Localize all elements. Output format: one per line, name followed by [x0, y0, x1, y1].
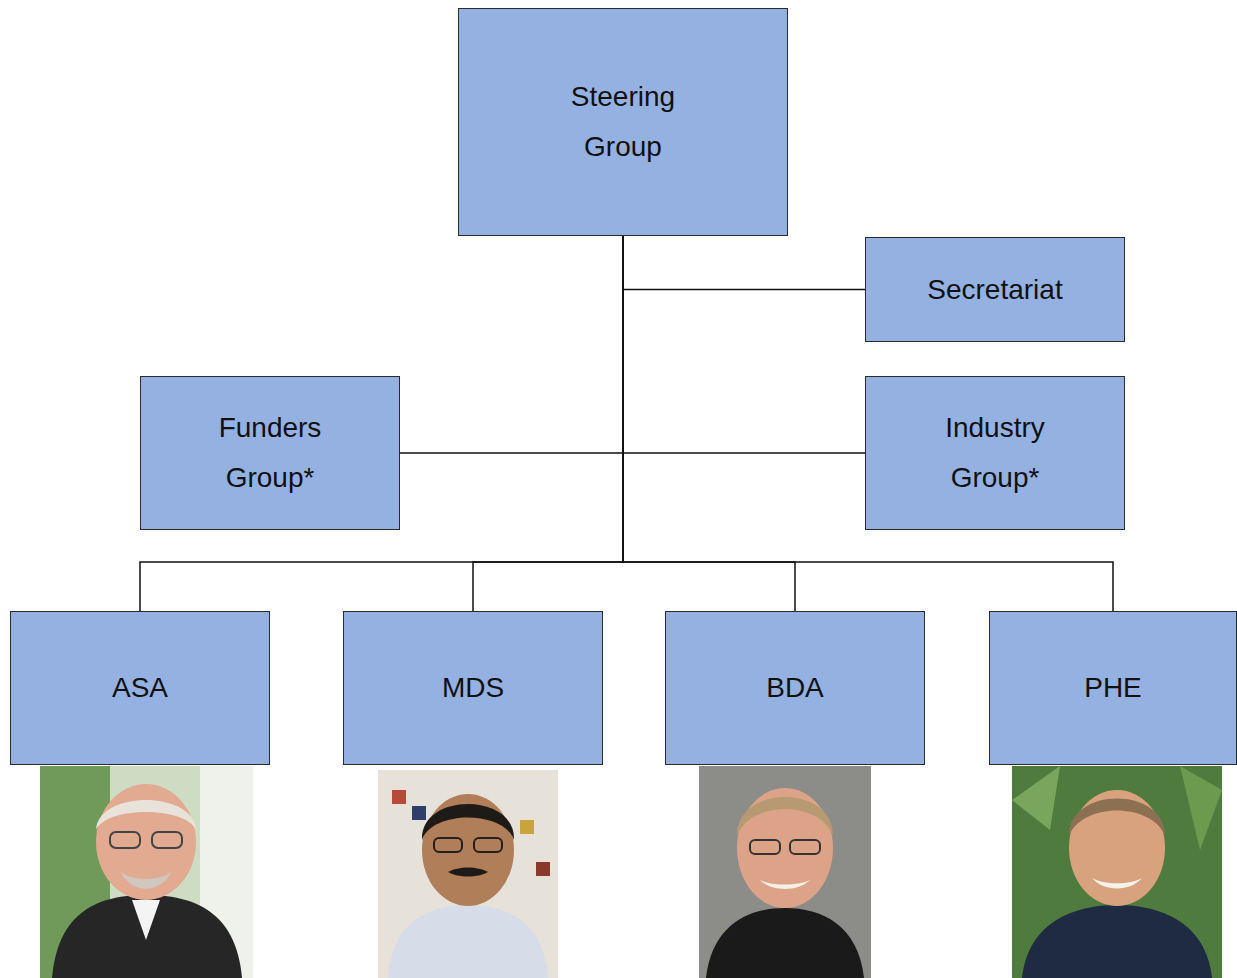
photo-background — [1012, 766, 1222, 978]
org-box: PHE — [989, 611, 1237, 765]
portrait-photo — [378, 770, 558, 978]
photo-face — [422, 794, 514, 906]
box-label: Funders Group* — [185, 403, 355, 503]
org-box: MDS — [343, 611, 603, 765]
photo-glasses — [110, 832, 140, 848]
portrait-photo — [1012, 766, 1222, 978]
tree-connector — [140, 236, 623, 611]
photo-mosaic — [536, 862, 550, 876]
photo-moustache — [448, 868, 488, 877]
org-box: Steering Group — [458, 8, 788, 236]
box-label: BDA — [766, 663, 824, 713]
box-label: PHE — [1084, 663, 1142, 713]
photo-glasses — [434, 838, 462, 852]
photo-foliage — [1012, 766, 1060, 830]
photo-hair — [1069, 799, 1165, 837]
photo-shirt — [388, 905, 548, 978]
photo-beard — [120, 870, 172, 889]
photo-shirt — [1022, 905, 1212, 978]
tree-connector — [623, 236, 795, 611]
photo-hair — [737, 797, 833, 836]
photo-background — [40, 766, 253, 978]
tree-connector — [623, 236, 865, 453]
org-box: Funders Group* — [140, 376, 400, 530]
box-label: Steering Group — [538, 72, 708, 172]
portrait-photo — [699, 766, 871, 978]
photo-background — [699, 766, 871, 978]
photo-glasses — [750, 840, 780, 854]
photo-face — [96, 784, 196, 900]
box-label: ASA — [112, 663, 168, 713]
photo-hair — [96, 800, 196, 830]
photo-smile — [760, 880, 810, 889]
tree-connector — [400, 236, 623, 453]
photo-mosaic — [412, 806, 426, 820]
box-label: Industry Group* — [910, 403, 1080, 503]
photo-hair — [422, 804, 514, 840]
photo-shirt — [132, 900, 160, 940]
portrait-photo — [40, 766, 253, 978]
photo-smile — [1092, 878, 1142, 889]
photo-mosaic — [520, 820, 534, 834]
tree-connector — [623, 236, 865, 290]
photo-glasses — [790, 840, 820, 854]
org-box: ASA — [10, 611, 270, 765]
photo-face — [737, 788, 833, 908]
photo-jacket — [706, 908, 864, 978]
box-label: MDS — [442, 663, 504, 713]
photo-suit — [52, 895, 242, 978]
photo-mosaic — [392, 790, 406, 804]
photo-glasses — [152, 832, 182, 848]
box-label: Secretariat — [927, 265, 1062, 315]
photo-foliage — [1180, 766, 1222, 850]
photo-face — [1069, 790, 1165, 906]
org-box: Industry Group* — [865, 376, 1125, 530]
photo-background — [378, 770, 558, 978]
org-box: Secretariat — [865, 237, 1125, 342]
org-box: BDA — [665, 611, 925, 765]
photo-glasses — [474, 838, 502, 852]
tree-connector — [473, 236, 623, 611]
